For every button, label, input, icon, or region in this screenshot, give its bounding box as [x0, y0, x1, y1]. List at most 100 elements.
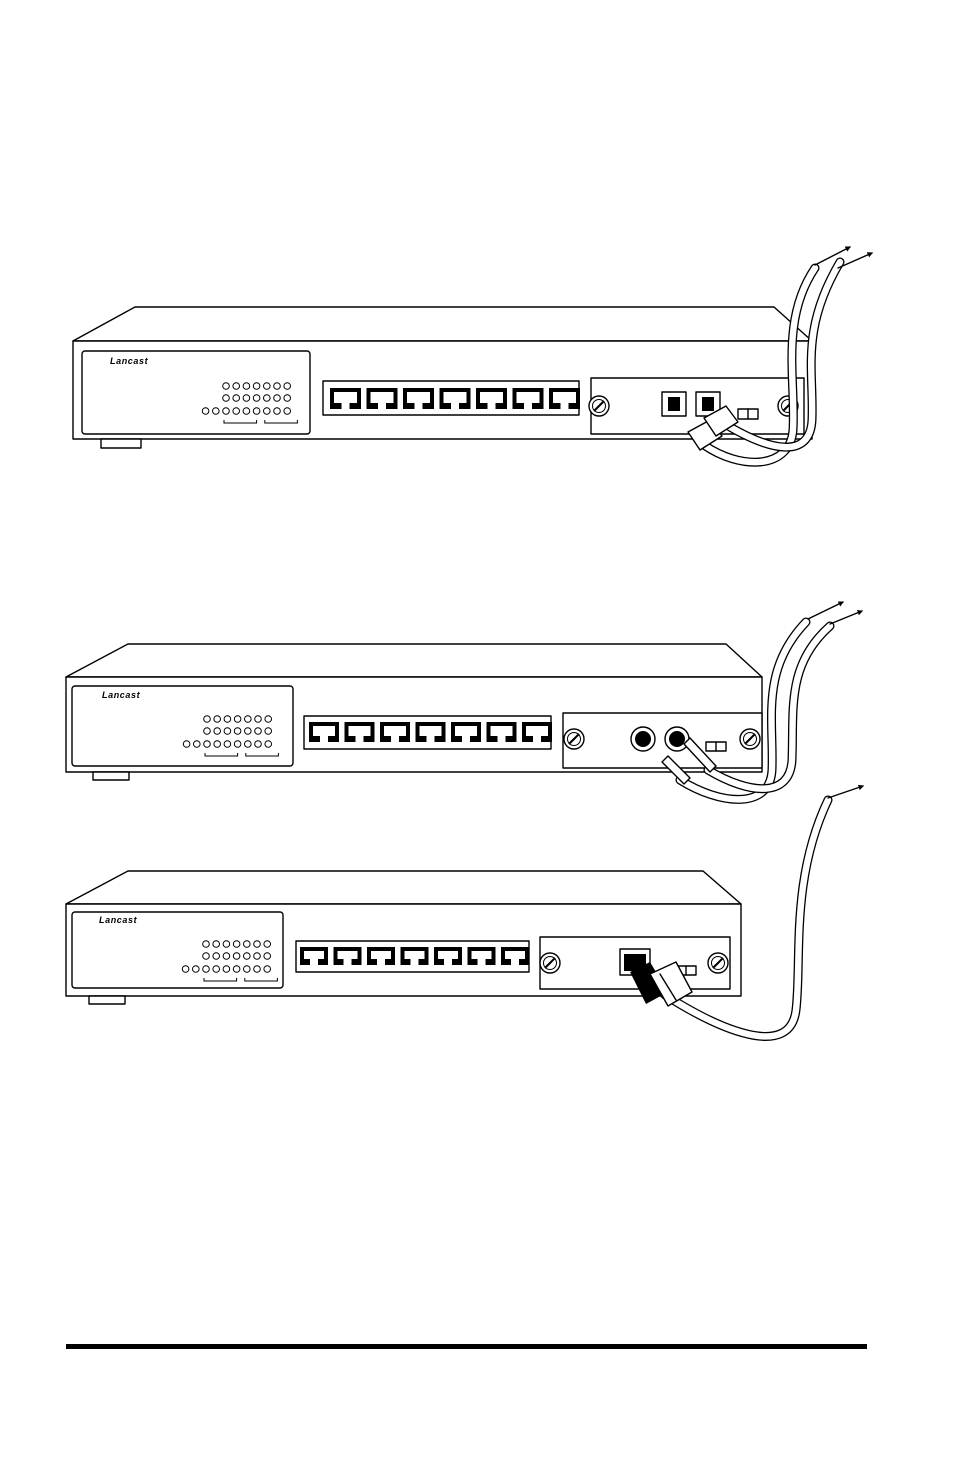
- led: [265, 728, 272, 735]
- led: [264, 953, 271, 960]
- led: [223, 395, 230, 402]
- led: [233, 953, 240, 960]
- led: [213, 408, 220, 415]
- brand-label: Lancast: [102, 690, 141, 700]
- rj45-port: [345, 722, 375, 742]
- led: [264, 408, 271, 415]
- led: [255, 716, 262, 723]
- rj45-port: [451, 722, 481, 742]
- led: [194, 741, 201, 748]
- led: [204, 716, 211, 723]
- led: [224, 728, 231, 735]
- led: [213, 953, 220, 960]
- led: [243, 408, 250, 415]
- rj45-port: [401, 947, 429, 965]
- thumbscrew-left: [589, 396, 609, 416]
- led: [244, 941, 251, 948]
- led: [244, 966, 251, 973]
- led: [203, 953, 210, 960]
- rj45-port: [522, 722, 552, 742]
- switch-2: Lancast: [66, 602, 862, 799]
- rj45-port: [330, 388, 361, 409]
- led: [223, 383, 230, 390]
- thumbscrew-right: [740, 729, 760, 749]
- led: [274, 408, 281, 415]
- rj45-port: [549, 388, 580, 409]
- thumbscrew-right: [708, 953, 728, 973]
- led: [274, 383, 281, 390]
- led: [234, 728, 241, 735]
- rj45-port: [476, 388, 507, 409]
- led: [244, 953, 251, 960]
- rj45-port: [367, 947, 395, 965]
- led: [233, 408, 240, 415]
- rj45-port: [380, 722, 410, 742]
- led: [204, 728, 211, 735]
- led: [234, 741, 241, 748]
- thumbscrew-left: [540, 953, 560, 973]
- switch-3: Lancast: [66, 786, 863, 1036]
- led: [233, 966, 240, 973]
- led: [284, 408, 291, 415]
- rj45-port: [416, 722, 446, 742]
- rj45-port: [487, 722, 517, 742]
- led: [265, 741, 272, 748]
- led: [254, 953, 261, 960]
- rj45-port-bank: [309, 722, 552, 742]
- rj45-port: [334, 947, 362, 965]
- rj45-port-bank: [330, 388, 580, 409]
- led: [203, 941, 210, 948]
- led: [265, 716, 272, 723]
- led: [254, 966, 261, 973]
- led: [245, 741, 252, 748]
- led: [223, 408, 230, 415]
- led: [223, 941, 230, 948]
- led: [274, 395, 281, 402]
- led: [193, 966, 200, 973]
- led: [214, 716, 221, 723]
- led: [264, 383, 271, 390]
- led: [243, 383, 250, 390]
- led: [204, 741, 211, 748]
- led: [213, 941, 220, 948]
- led: [214, 728, 221, 735]
- rj45-port: [434, 947, 462, 965]
- rj45-port-bank: [300, 947, 529, 965]
- led: [264, 395, 271, 402]
- thumbscrew-left: [564, 729, 584, 749]
- rj45-port: [440, 388, 471, 409]
- brand-label: Lancast: [99, 915, 138, 925]
- led: [264, 941, 271, 948]
- rj45-port: [468, 947, 496, 965]
- led: [253, 395, 260, 402]
- led: [224, 741, 231, 748]
- led: [223, 966, 230, 973]
- led: [234, 716, 241, 723]
- led: [255, 741, 262, 748]
- led: [284, 383, 291, 390]
- led: [253, 408, 260, 415]
- rj45-port: [513, 388, 544, 409]
- rj45-port: [403, 388, 434, 409]
- led: [253, 383, 260, 390]
- rj45-port: [501, 947, 529, 965]
- led: [243, 395, 250, 402]
- footer-rule: [66, 1344, 867, 1349]
- rj45-port: [309, 722, 339, 742]
- led: [233, 941, 240, 948]
- led: [233, 383, 240, 390]
- led: [254, 941, 261, 948]
- rj45-port: [367, 388, 398, 409]
- led: [203, 966, 210, 973]
- brand-label: Lancast: [110, 356, 149, 366]
- led: [224, 716, 231, 723]
- led: [183, 741, 190, 748]
- led: [245, 728, 252, 735]
- led: [202, 408, 209, 415]
- led: [233, 395, 240, 402]
- led: [264, 966, 271, 973]
- led: [255, 728, 262, 735]
- led: [245, 716, 252, 723]
- rj45-port: [300, 947, 328, 965]
